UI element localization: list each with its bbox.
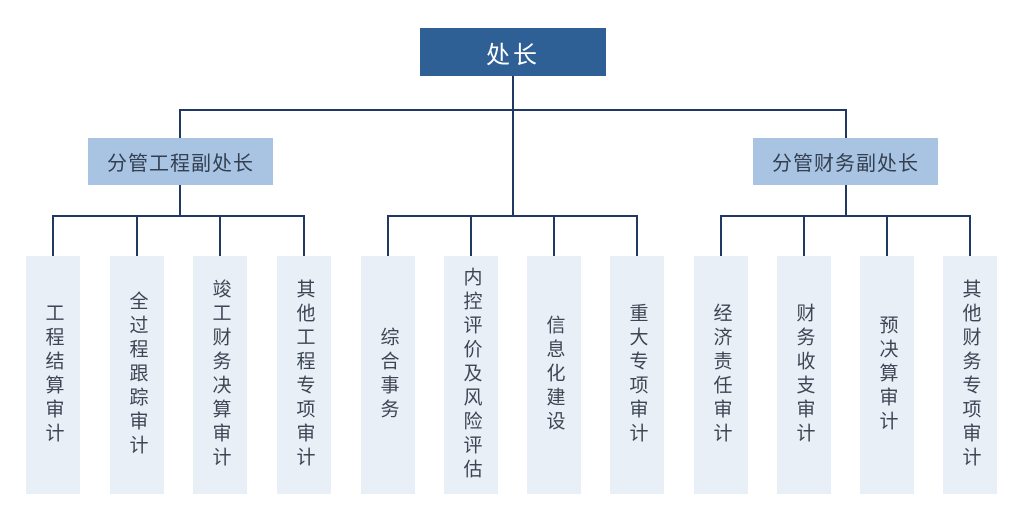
- connector-drop-12: [969, 215, 971, 256]
- node-other-financial-special-audit: 其他财务专项审计: [943, 256, 997, 494]
- node-deputy-engineering-label: 分管工程副处长: [107, 153, 254, 175]
- node-budget-final-accounts-audit: 预决算审计: [860, 256, 914, 494]
- connector-drop-11: [886, 215, 888, 256]
- dept-label: 财务收支审计: [793, 303, 815, 447]
- connector-drop-8: [636, 215, 638, 256]
- dept-label: 工程结算审计: [42, 303, 64, 447]
- node-other-engineering-special-audit: 其他工程专项审计: [277, 256, 331, 494]
- node-director: 处长: [420, 28, 606, 76]
- connector-drop-9: [720, 215, 722, 256]
- node-deputy-engineering: 分管工程副处长: [88, 138, 273, 185]
- node-major-special-audit: 重大专项审计: [610, 256, 664, 494]
- dept-label: 其他工程专项审计: [293, 279, 315, 471]
- dept-label: 信息化建设: [543, 315, 565, 435]
- dept-label: 其他财务专项审计: [959, 279, 981, 471]
- connector-drop-5: [387, 215, 389, 256]
- connector-drop-3: [219, 215, 221, 256]
- connector-deputy-left-lower: [179, 185, 181, 217]
- dept-label: 内控评价及风险评估: [460, 267, 482, 483]
- node-internal-control-risk-assessment: 内控评价及风险评估: [444, 256, 498, 494]
- dept-label: 综合事务: [377, 327, 399, 423]
- connector-deputy-right-lower: [845, 185, 847, 217]
- connector-deputy-left-upper: [179, 109, 181, 138]
- node-economic-responsibility-audit: 经济责任审计: [694, 256, 748, 494]
- dept-label: 竣工财务决算审计: [209, 279, 231, 471]
- connector-drop-6: [470, 215, 472, 256]
- connector-group-right-horizontal: [720, 215, 971, 217]
- connector-drop-1: [52, 215, 54, 256]
- node-deputy-finance-label: 分管财务副处长: [772, 153, 919, 175]
- dept-label: 经济责任审计: [710, 303, 732, 447]
- node-general-affairs: 综合事务: [361, 256, 415, 494]
- connector-drop-10: [803, 215, 805, 256]
- connector-drop-2: [136, 215, 138, 256]
- connector-group-left-horizontal: [52, 215, 305, 217]
- dept-label: 重大专项审计: [626, 303, 648, 447]
- node-director-label: 处长: [486, 41, 540, 69]
- node-deputy-finance: 分管财务副处长: [753, 138, 938, 185]
- node-informatization-construction: 信息化建设: [527, 256, 581, 494]
- dept-label: 预决算审计: [876, 315, 898, 435]
- connector-root-stem: [512, 76, 514, 217]
- dept-label: 全过程跟踪审计: [126, 291, 148, 459]
- connector-drop-7: [553, 215, 555, 256]
- connector-deputy-right-upper: [845, 109, 847, 138]
- node-financial-revenue-expenditure-audit: 财务收支审计: [777, 256, 831, 494]
- node-whole-process-tracking-audit: 全过程跟踪审计: [110, 256, 164, 494]
- node-engineering-settlement-audit: 工程结算审计: [26, 256, 80, 494]
- connector-level1-horizontal: [179, 109, 847, 111]
- connector-group-middle-horizontal: [387, 215, 638, 217]
- connector-drop-4: [303, 215, 305, 256]
- node-completion-financial-settlement-audit: 竣工财务决算审计: [193, 256, 247, 494]
